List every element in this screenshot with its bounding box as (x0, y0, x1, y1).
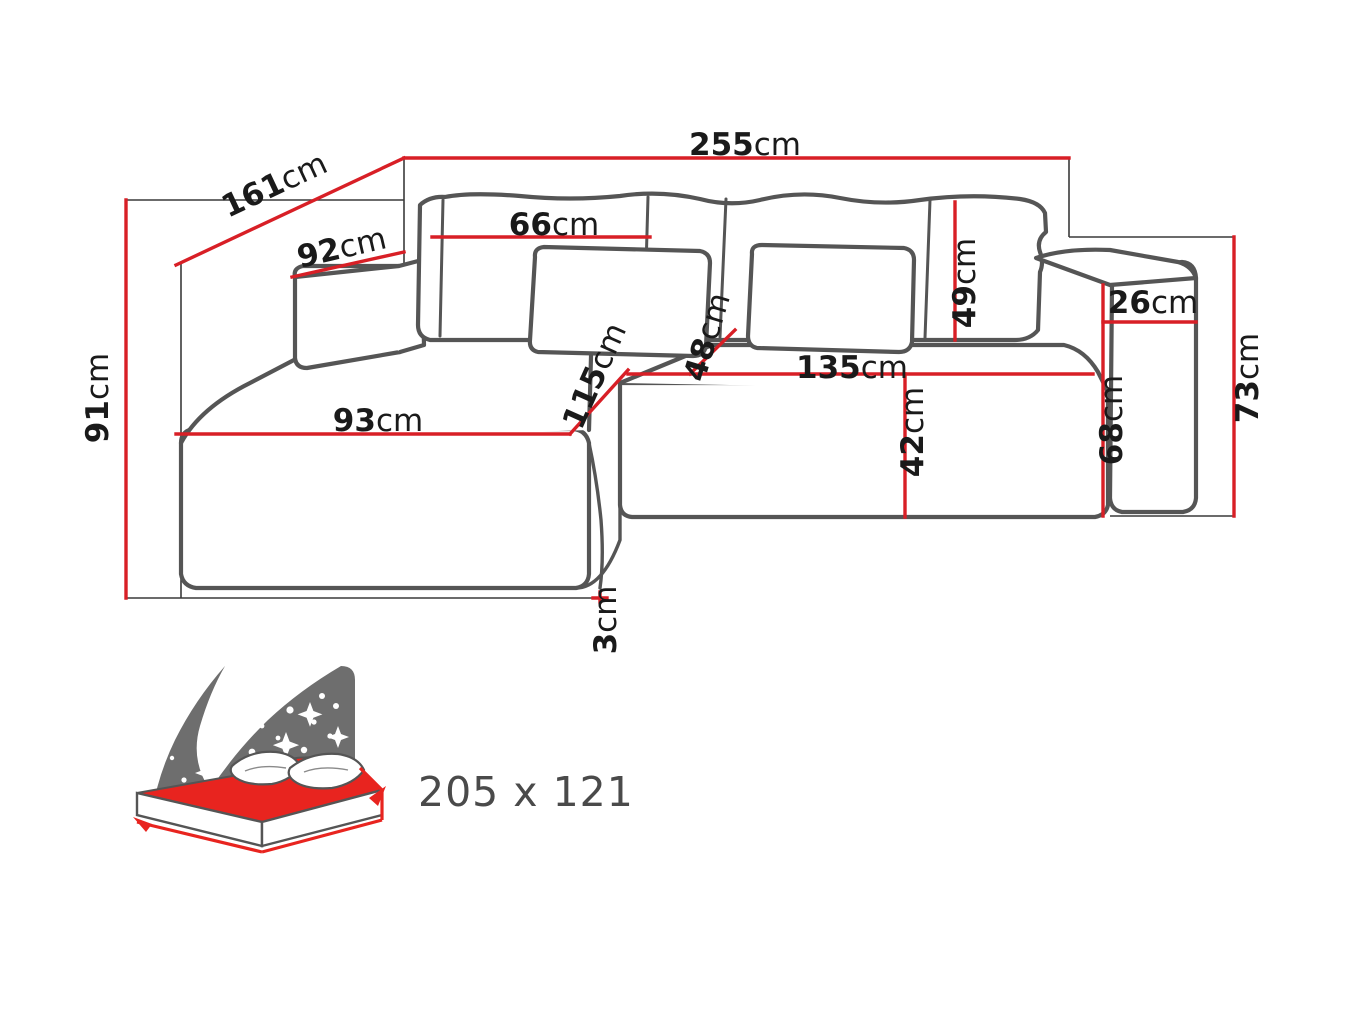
right-arm-top (1033, 247, 1199, 288)
dim-line-48 (687, 327, 738, 377)
headboard-swoosh (152, 666, 225, 812)
label-68: 68cm (1094, 375, 1130, 465)
sofa-outline (178, 191, 1199, 591)
bed-mattress-icon (133, 666, 386, 854)
pillow-crease-right (303, 767, 349, 773)
dim-line-115 (567, 367, 631, 437)
label-49: 49cm (947, 238, 983, 328)
label-3: 3cm (588, 586, 624, 655)
pillow-right (287, 752, 366, 790)
headboard-swoosh-2 (196, 666, 341, 790)
chaise-fold-2 (574, 503, 622, 590)
label-93: 93cm (333, 403, 423, 439)
chaise-fold (587, 441, 604, 590)
label-26: 26cm (1108, 285, 1198, 321)
right-seat-block (617, 380, 1111, 520)
pillow-left (229, 750, 302, 786)
back-cushion-left (527, 244, 713, 359)
dim-line-92 (289, 249, 407, 280)
label-91: 91cm (80, 353, 116, 443)
label-255: 255cm (689, 127, 801, 163)
dimension-lines (124, 155, 1236, 604)
chaise-seat-block (178, 426, 592, 591)
label-161: 161cm (216, 145, 333, 225)
label-42: 42cm (895, 387, 931, 477)
arrow-head-left (133, 817, 152, 832)
backrest-seam-3 (718, 197, 728, 339)
backrest-seam-4 (923, 198, 932, 340)
label-73: 73cm (1230, 333, 1266, 423)
label-66: 66cm (509, 207, 599, 243)
arrow-head-right (369, 786, 386, 806)
sleeping-area-label: 205 x 121 (418, 768, 634, 816)
right-seat-top (617, 342, 1111, 395)
backrest-seam-1 (438, 198, 445, 338)
label-135: 135cm (796, 350, 908, 386)
back-cushion-right (745, 242, 917, 355)
dim-line-161 (173, 155, 407, 268)
pillow-crease-left (244, 765, 287, 772)
